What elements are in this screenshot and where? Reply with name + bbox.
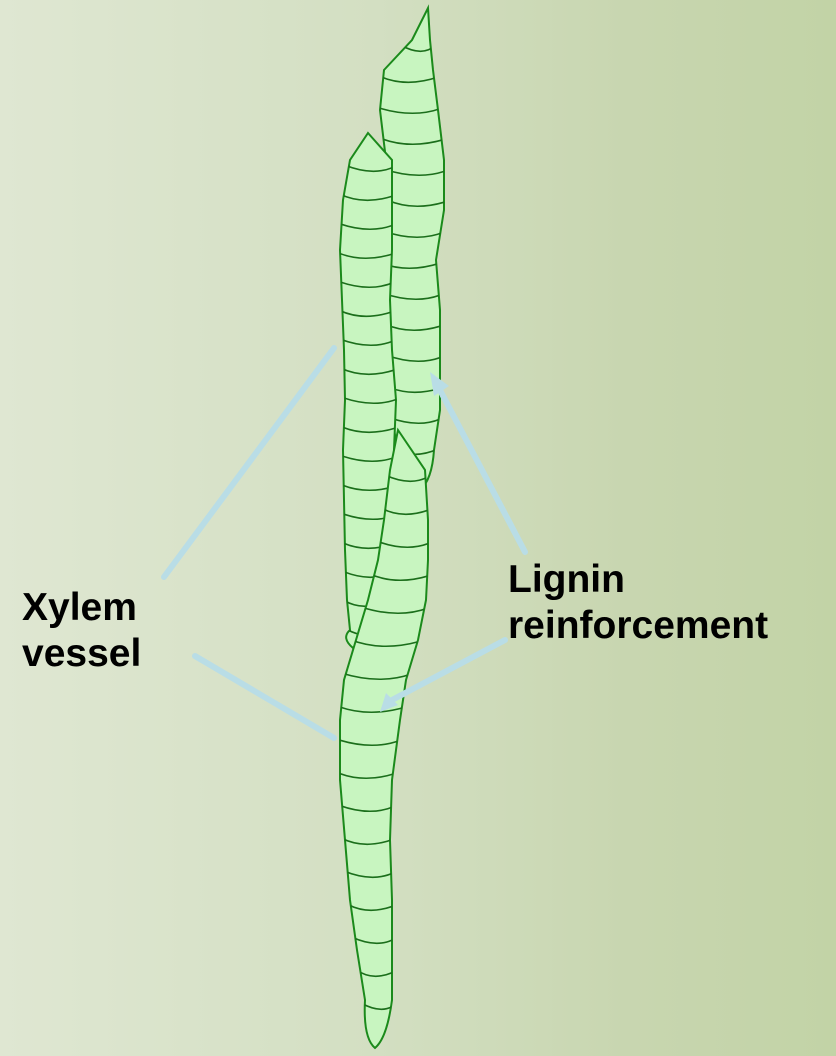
pointer-xylem-upper — [164, 348, 334, 577]
lignin-reinforcement-label-line2: reinforcement — [508, 603, 768, 649]
lignin-reinforcement-label: Lignin reinforcement — [508, 557, 768, 649]
xylem-vessel-label: Xylem vessel — [22, 585, 141, 677]
pointer-xylem-lower — [195, 656, 334, 738]
lignin-reinforcement-label-line1: Lignin — [508, 557, 768, 603]
pointer-lignin-upper — [441, 392, 525, 552]
xylem-vessel-label-line2: vessel — [22, 631, 141, 677]
xylem-vessel-label-line1: Xylem — [22, 585, 141, 631]
